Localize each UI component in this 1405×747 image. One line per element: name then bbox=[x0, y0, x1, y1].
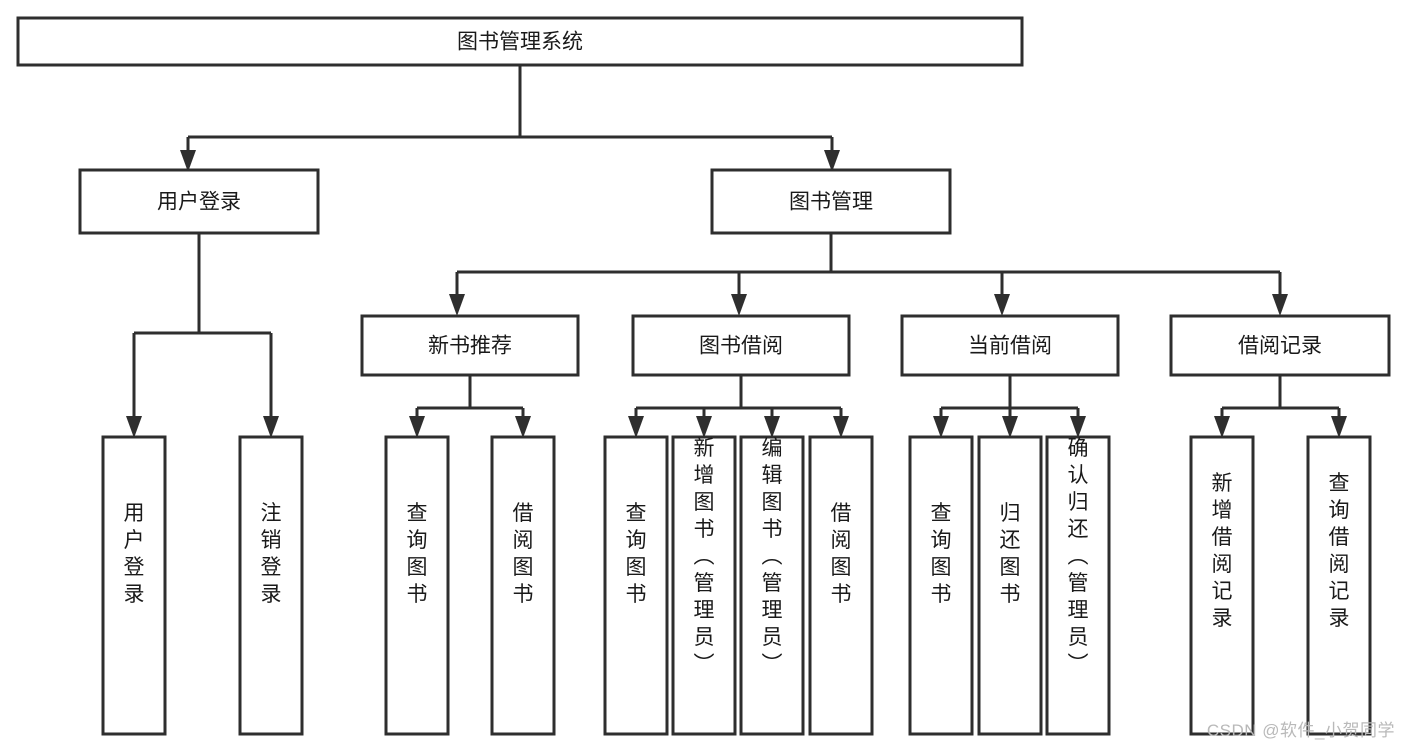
leaf-current-borrow-2-label: 确认归还︵管理员︶ bbox=[1068, 437, 1089, 676]
leaf-borrow-record-1-label: 查询借阅记录 bbox=[1329, 472, 1350, 630]
connector-newbook-to-leaves bbox=[409, 375, 531, 438]
connector-userlogin-to-leaves bbox=[126, 233, 279, 438]
leaf-current-borrow-1-label: 归还图书 bbox=[1000, 502, 1021, 606]
node-root[interactable]: 图书管理系统 bbox=[16, 16, 1024, 67]
leaf-new-book-1[interactable]: 借阅图书 bbox=[490, 435, 556, 736]
node-user-login-label: 用户登录 bbox=[157, 191, 241, 214]
node-new-book-recommend[interactable]: 新书推荐 bbox=[360, 314, 580, 377]
node-user-login[interactable]: 用户登录 bbox=[78, 168, 320, 235]
leaf-borrow-record-0-label: 新增借阅记录 bbox=[1212, 472, 1233, 630]
node-current-borrow-label: 当前借阅 bbox=[968, 335, 1052, 358]
connector-currentborrow-to-leaves bbox=[933, 375, 1086, 438]
leaf-user-login-1[interactable]: 注销登录 bbox=[238, 435, 304, 736]
leaf-book-borrow-2-label: 编辑图书︵管理员︶ bbox=[762, 437, 783, 676]
connector-bookborrow-to-leaves bbox=[628, 375, 849, 438]
node-book-management-label: 图书管理 bbox=[789, 191, 873, 214]
leaf-new-book-1-label: 借阅图书 bbox=[513, 502, 534, 606]
leaf-borrow-record-0[interactable]: 新增借阅记录 bbox=[1189, 435, 1255, 736]
connector-borrowrecord-to-leaves bbox=[1214, 375, 1347, 438]
leaf-new-book-0[interactable]: 查询图书 bbox=[384, 435, 450, 736]
csdn-watermark: CSDN @软件_小贺同学 bbox=[1206, 721, 1395, 740]
leaf-current-borrow-2[interactable]: 确认归还︵管理员︶ bbox=[1045, 435, 1111, 736]
leaf-book-borrow-0[interactable]: 查询图书 bbox=[603, 435, 669, 736]
connector-root-to-level2 bbox=[180, 65, 840, 172]
node-book-borrow[interactable]: 图书借阅 bbox=[631, 314, 851, 377]
connector-bookmgmt-to-level3 bbox=[449, 233, 1288, 316]
node-book-borrow-label: 图书借阅 bbox=[699, 335, 783, 358]
leaf-current-borrow-0[interactable]: 查询图书 bbox=[908, 435, 974, 736]
leaf-book-borrow-2[interactable]: 编辑图书︵管理员︶ bbox=[739, 435, 805, 736]
leaf-user-login-1-label: 注销登录 bbox=[261, 502, 282, 606]
node-borrow-record-label: 借阅记录 bbox=[1238, 335, 1322, 358]
leaf-user-login-0[interactable]: 用户登录 bbox=[101, 435, 167, 736]
node-book-management[interactable]: 图书管理 bbox=[710, 168, 952, 235]
leaf-user-login-0-label: 用户登录 bbox=[124, 502, 145, 606]
node-root-label: 图书管理系统 bbox=[457, 31, 583, 54]
leaf-current-borrow-0-label: 查询图书 bbox=[931, 502, 952, 606]
leaf-new-book-0-label: 查询图书 bbox=[407, 502, 428, 606]
leaf-book-borrow-1[interactable]: 新增图书︵管理员︶ bbox=[671, 435, 737, 736]
node-new-book-recommend-label: 新书推荐 bbox=[428, 335, 512, 358]
leaf-borrow-record-1[interactable]: 查询借阅记录 bbox=[1306, 435, 1372, 736]
node-current-borrow[interactable]: 当前借阅 bbox=[900, 314, 1120, 377]
leaf-book-borrow-1-label: 新增图书︵管理员︶ bbox=[694, 437, 715, 676]
leaf-book-borrow-3-label: 借阅图书 bbox=[831, 502, 852, 606]
leaf-current-borrow-1[interactable]: 归还图书 bbox=[977, 435, 1043, 736]
node-borrow-record[interactable]: 借阅记录 bbox=[1169, 314, 1391, 377]
leaf-book-borrow-3[interactable]: 借阅图书 bbox=[808, 435, 874, 736]
leaf-book-borrow-0-label: 查询图书 bbox=[626, 502, 647, 606]
